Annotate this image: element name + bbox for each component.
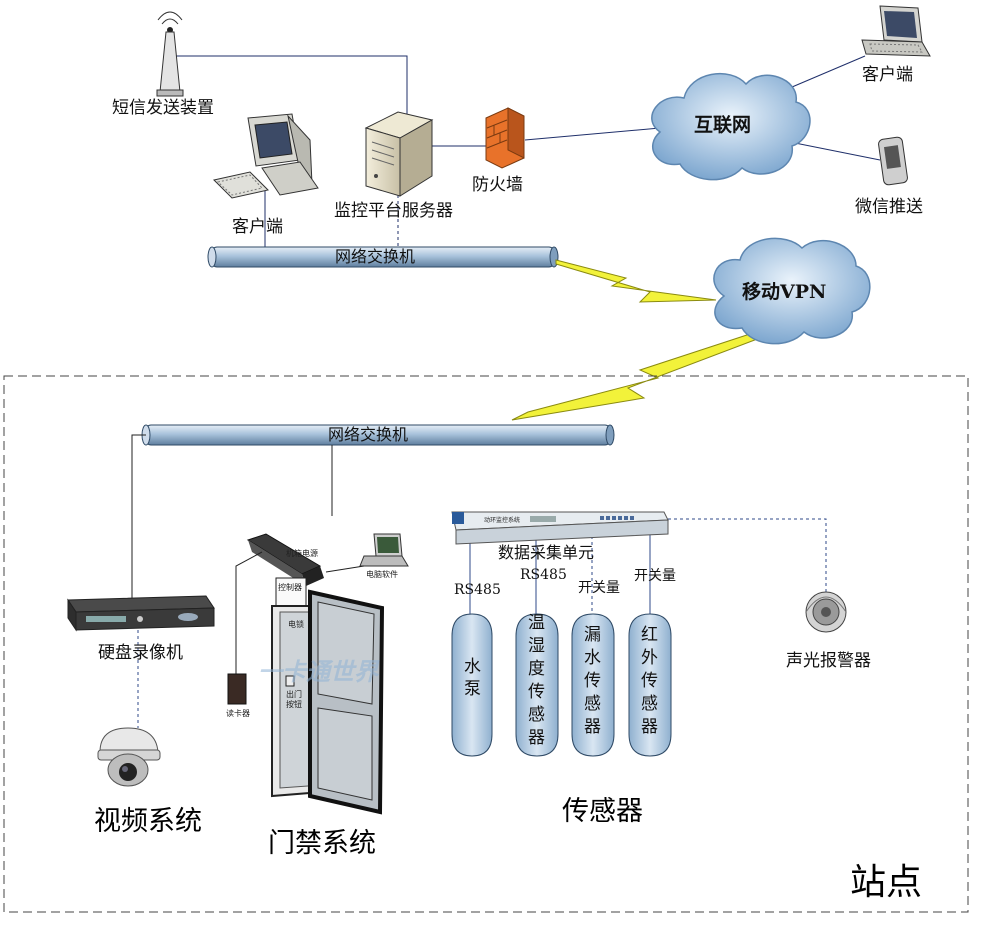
switch-value-label-2: 开关量 [634, 568, 676, 584]
leak-sensor [571, 613, 615, 757]
infrared-sensor [628, 613, 672, 757]
leak-char-1: 水 [584, 648, 601, 668]
rs485-label-2: RS485 [520, 567, 567, 583]
leak-char-3: 感 [584, 694, 601, 714]
laptop-icon[interactable] [861, 5, 931, 57]
rs485-label-1: RS485 [454, 582, 501, 598]
leak-char-0: 漏 [584, 625, 601, 645]
lightning-bolt-icon [511, 331, 761, 421]
lock-label: 电锁 [288, 619, 304, 629]
pump-char-1: 泵 [464, 679, 481, 699]
top-switch-label: 网络交换机 [335, 247, 415, 266]
site-boundary [3, 375, 969, 913]
switch-value-label-1: 开关量 [578, 580, 620, 596]
firewall-icon [485, 107, 525, 169]
access-control-icon [227, 533, 409, 815]
internet-cloud-icon [651, 72, 811, 181]
infrared-char-3: 感 [641, 694, 658, 714]
dvr-icon[interactable] [67, 595, 215, 632]
collector-panel-text: 动环监控系统 [484, 516, 520, 524]
site-switch-label: 网络交换机 [328, 425, 408, 444]
server-icon[interactable] [364, 111, 434, 197]
infrared-char-2: 传 [641, 671, 658, 691]
humidity-char-0: 温 [528, 613, 545, 633]
sensors-title: 传感器 [562, 796, 643, 827]
infrared-char-1: 外 [641, 648, 658, 668]
infrared-char-4: 器 [641, 717, 658, 737]
dome-camera-icon [97, 727, 161, 787]
wechat-label: 微信推送 [855, 197, 923, 217]
leak-char-2: 传 [584, 671, 601, 691]
sensor-connections [137, 518, 827, 728]
site-label: 站点 [850, 862, 922, 903]
lightning-bolt-icon [555, 259, 717, 303]
exit-button-label-1: 出门 [286, 689, 302, 699]
software-label: 电脑软件 [366, 569, 398, 579]
site-connections [131, 434, 333, 598]
alarm-speaker-icon [805, 591, 847, 633]
humidity-sensor [515, 613, 559, 757]
controller-label: 控制器 [278, 582, 302, 592]
vpn-label: 移动VPN [742, 280, 826, 303]
top-switch-pipe [207, 246, 559, 268]
dvr-label: 硬盘录像机 [98, 643, 183, 663]
desktop-pc-icon[interactable] [213, 113, 319, 199]
leak-char-4: 器 [584, 717, 601, 737]
humidity-char-1: 湿 [528, 636, 545, 656]
server-label: 监控平台服务器 [334, 201, 453, 221]
data-collector-icon[interactable] [451, 511, 669, 545]
watermark-text: 一卡通世界 [258, 658, 380, 686]
internet-label: 互联网 [694, 114, 751, 136]
power-box-label: 机箱电源 [286, 548, 318, 558]
sms-device-label: 短信发送装置 [112, 98, 214, 118]
infrared-char-0: 红 [641, 625, 658, 645]
humidity-char-4: 感 [528, 705, 545, 725]
client-top-label: 客户端 [232, 217, 283, 237]
collector-label: 数据采集单元 [498, 543, 594, 562]
card-reader-label: 读卡器 [226, 708, 250, 718]
vpn-cloud-icon [713, 237, 871, 345]
humidity-char-2: 度 [528, 659, 545, 679]
top-connections [172, 55, 881, 248]
exit-button-label-2: 按钮 [286, 699, 302, 709]
sms-antenna-icon [156, 11, 184, 97]
humidity-char-3: 传 [528, 682, 545, 702]
access-system-label: 门禁系统 [268, 828, 376, 859]
client-remote-label: 客户端 [862, 65, 913, 85]
video-system-label: 视频系统 [94, 806, 202, 837]
alarm-label: 声光报警器 [786, 651, 871, 671]
mobile-phone-icon [878, 136, 908, 186]
water-pump-sensor [451, 613, 493, 757]
pump-char-0: 水 [464, 657, 481, 677]
firewall-label: 防火墙 [472, 175, 523, 195]
humidity-char-5: 器 [528, 728, 545, 748]
